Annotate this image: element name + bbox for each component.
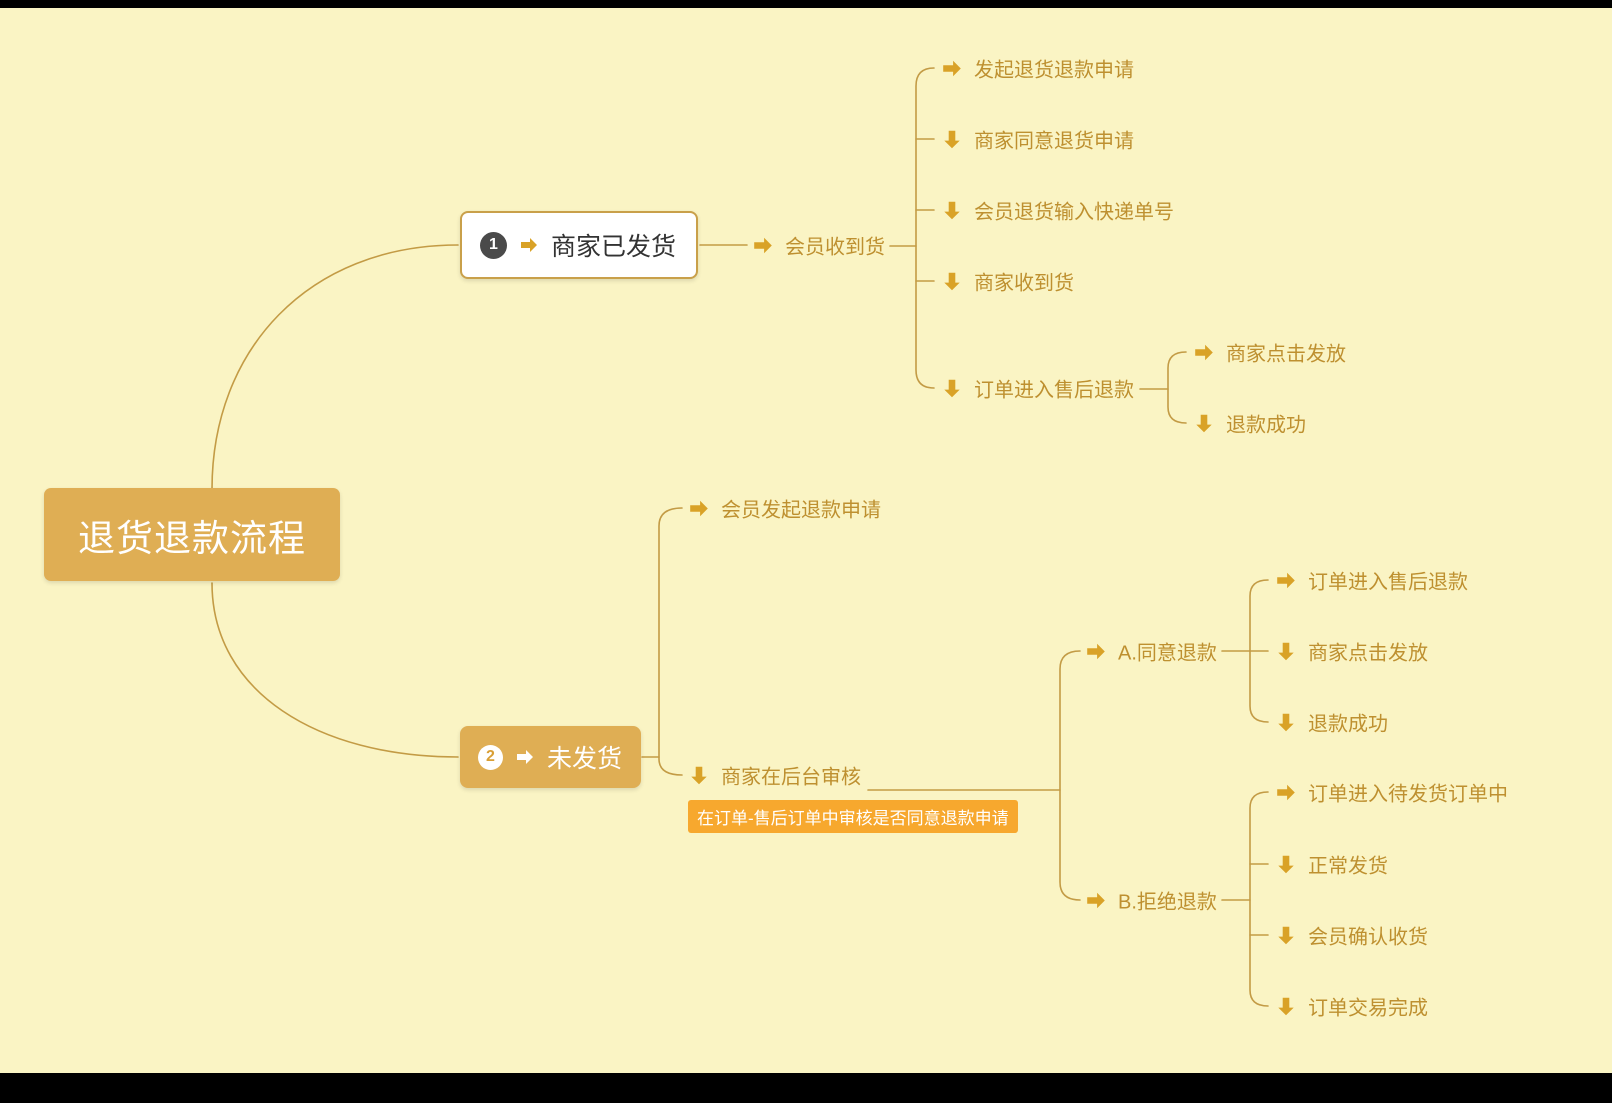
down-arrow-icon xyxy=(1275,640,1297,662)
flow-step-label: 商家收到货 xyxy=(974,272,1074,295)
flow-step[interactable]: 正常发货 xyxy=(1275,850,1388,879)
flow-step[interactable]: 订单进入待发货订单中 xyxy=(1275,778,1508,807)
flow-step[interactable]: 会员退货输入快递单号 xyxy=(941,196,1174,225)
flow-step[interactable]: 商家点击发放 xyxy=(1275,637,1428,666)
right-arrow-icon xyxy=(1085,889,1107,911)
flow-step-label: 发起退货退款申请 xyxy=(974,59,1134,82)
top-letterbox xyxy=(0,0,1612,8)
root-node[interactable]: 退货退款流程 xyxy=(44,488,340,581)
branch2-label: 未发货 xyxy=(547,745,623,773)
branch1-node[interactable]: 1 商家已发货 xyxy=(460,211,698,279)
flow-step-label: 会员发起退款申请 xyxy=(721,499,881,522)
branch2-number-badge: 2 xyxy=(478,744,503,770)
flow-step-label: 商家点击发放 xyxy=(1308,642,1428,665)
flow-step-label: 会员退货输入快递单号 xyxy=(974,201,1174,224)
flow-step-label: 会员确认收货 xyxy=(1308,926,1428,949)
branch1-label: 商家已发货 xyxy=(551,233,677,261)
right-arrow-icon xyxy=(941,57,963,79)
flow-step-label: 商家点击发放 xyxy=(1226,343,1346,366)
flow-step-label: 订单交易完成 xyxy=(1308,997,1428,1020)
down-arrow-icon xyxy=(688,764,710,786)
bottom-letterbox xyxy=(0,1073,1612,1103)
right-arrow-icon xyxy=(688,497,710,519)
down-arrow-icon xyxy=(941,199,963,221)
flow-step[interactable]: 订单进入售后退款 xyxy=(941,374,1134,403)
flow-step[interactable]: 退款成功 xyxy=(1193,409,1306,438)
flow-step-label: 订单进入售后退款 xyxy=(974,379,1134,402)
down-arrow-icon xyxy=(1275,853,1297,875)
right-arrow-icon xyxy=(1275,781,1297,803)
flow-step[interactable]: 发起退货退款申请 xyxy=(941,54,1134,83)
flow-step-label: 商家同意退货申请 xyxy=(974,130,1134,153)
right-arrow-icon xyxy=(1193,341,1215,363)
flow-step[interactable]: 商家收到货 xyxy=(941,267,1074,296)
flow-step[interactable]: 商家同意退货申请 xyxy=(941,125,1134,154)
branch1-number-badge: 1 xyxy=(480,231,507,259)
flow-step[interactable]: 商家点击发放 xyxy=(1193,338,1346,367)
down-arrow-icon xyxy=(941,270,963,292)
down-arrow-icon xyxy=(1275,995,1297,1017)
option-a-label: A.同意退款 xyxy=(1118,642,1217,665)
flow-step-label: 退款成功 xyxy=(1226,414,1306,437)
down-arrow-icon xyxy=(1275,924,1297,946)
flow-step-label: 商家在后台审核 xyxy=(721,766,861,789)
right-arrow-icon xyxy=(1275,569,1297,591)
down-arrow-icon xyxy=(1193,412,1215,434)
option-b-label: B.拒绝退款 xyxy=(1118,891,1217,914)
root-label: 退货退款流程 xyxy=(78,517,306,559)
flow-step-label: 订单进入售后退款 xyxy=(1308,571,1468,594)
option-a[interactable]: A.同意退款 xyxy=(1085,637,1217,666)
review-note-callout: 在订单-售后订单中审核是否同意退款申请 xyxy=(688,800,1018,833)
branch2-node[interactable]: 2 未发货 xyxy=(460,726,641,788)
flow-step-label: 正常发货 xyxy=(1308,855,1388,878)
branch1-step[interactable]: 会员收到货 xyxy=(752,231,885,260)
down-arrow-icon xyxy=(941,377,963,399)
flow-step-label: 订单进入待发货订单中 xyxy=(1308,783,1508,806)
flow-step[interactable]: 会员发起退款申请 xyxy=(688,494,881,523)
flow-step[interactable]: 订单交易完成 xyxy=(1275,992,1428,1021)
right-arrow-icon xyxy=(519,235,539,255)
right-arrow-icon xyxy=(752,234,774,256)
flow-step[interactable]: 退款成功 xyxy=(1275,708,1388,737)
flow-step[interactable]: 商家在后台审核 xyxy=(688,761,861,790)
option-b[interactable]: B.拒绝退款 xyxy=(1085,886,1217,915)
right-arrow-icon xyxy=(515,747,535,767)
flow-step[interactable]: 订单进入售后退款 xyxy=(1275,566,1468,595)
down-arrow-icon xyxy=(941,128,963,150)
step-label: 会员收到货 xyxy=(785,236,885,259)
flow-step[interactable]: 会员确认收货 xyxy=(1275,921,1428,950)
flow-step-label: 退款成功 xyxy=(1308,713,1388,736)
down-arrow-icon xyxy=(1275,711,1297,733)
right-arrow-icon xyxy=(1085,640,1107,662)
